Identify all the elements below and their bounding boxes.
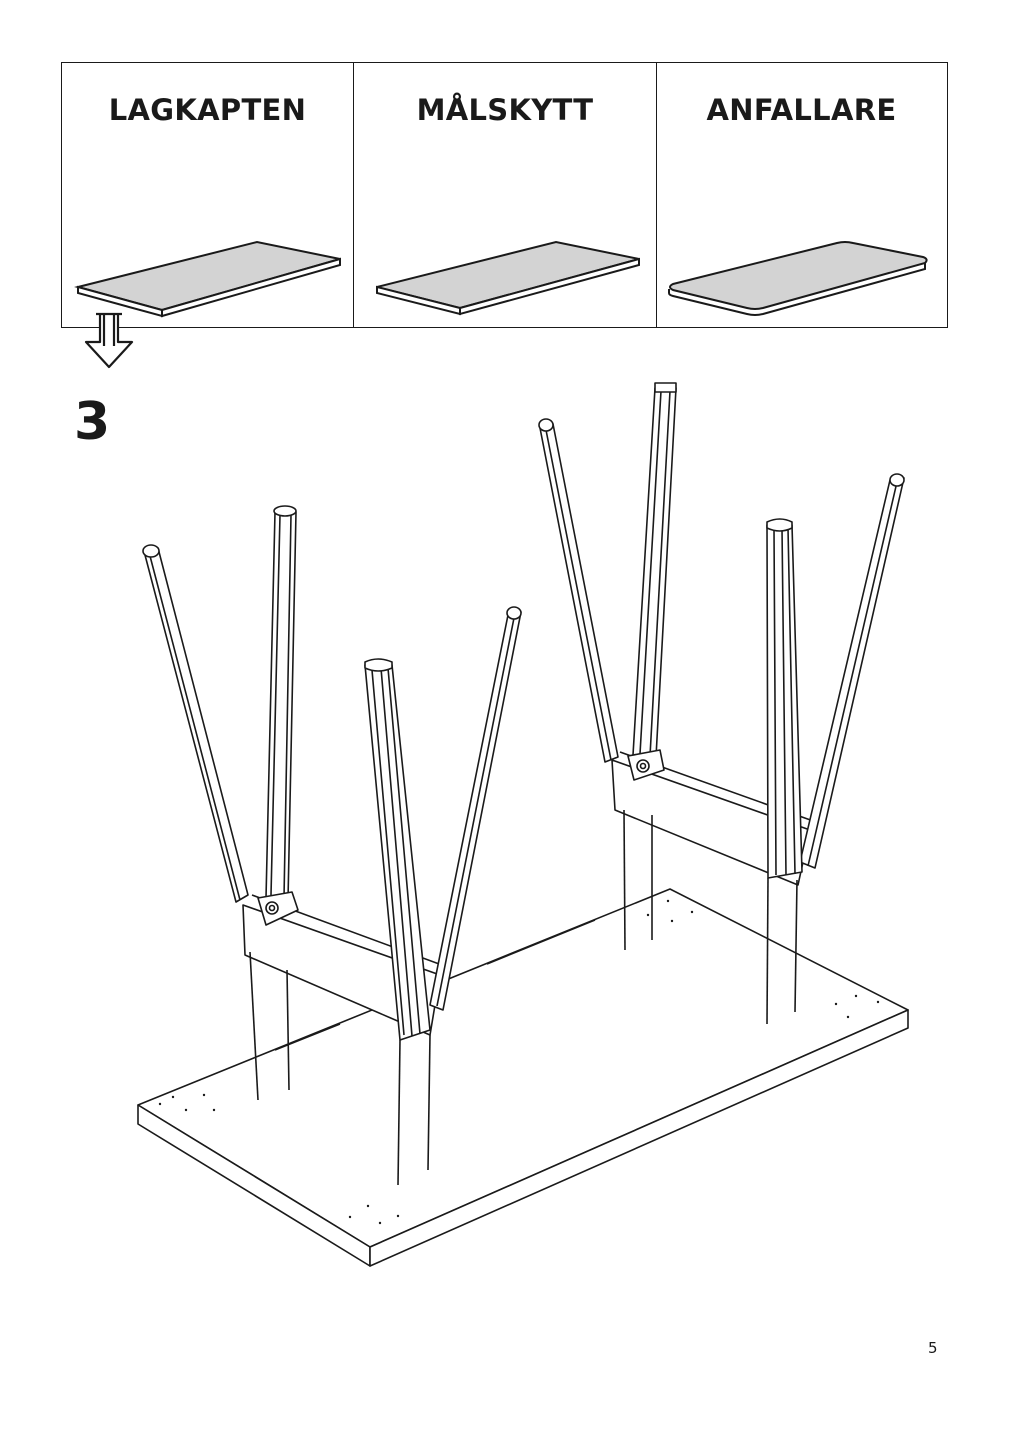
option-title: MÅLSKYTT [416,93,594,127]
option-lagkapten: LAGKAPTEN [62,63,353,327]
down-arrow-icon [84,312,134,369]
tabletop-rect-image [74,240,341,318]
assembly-illustration [137,382,909,1267]
option-malskytt: MÅLSKYTT [353,63,656,327]
option-title: LAGKAPTEN [108,93,307,127]
tabletop-rounded-image [668,241,928,316]
option-title: ANFALLARE [706,93,897,127]
tabletop-options-panel: LAGKAPTEN MÅLSKYTT ANFALLARE [61,62,948,328]
step-number: 3 [74,392,111,452]
page-number: 5 [928,1339,938,1357]
option-anfallare: ANFALLARE [656,63,946,327]
tabletop-rect-image [376,240,640,316]
